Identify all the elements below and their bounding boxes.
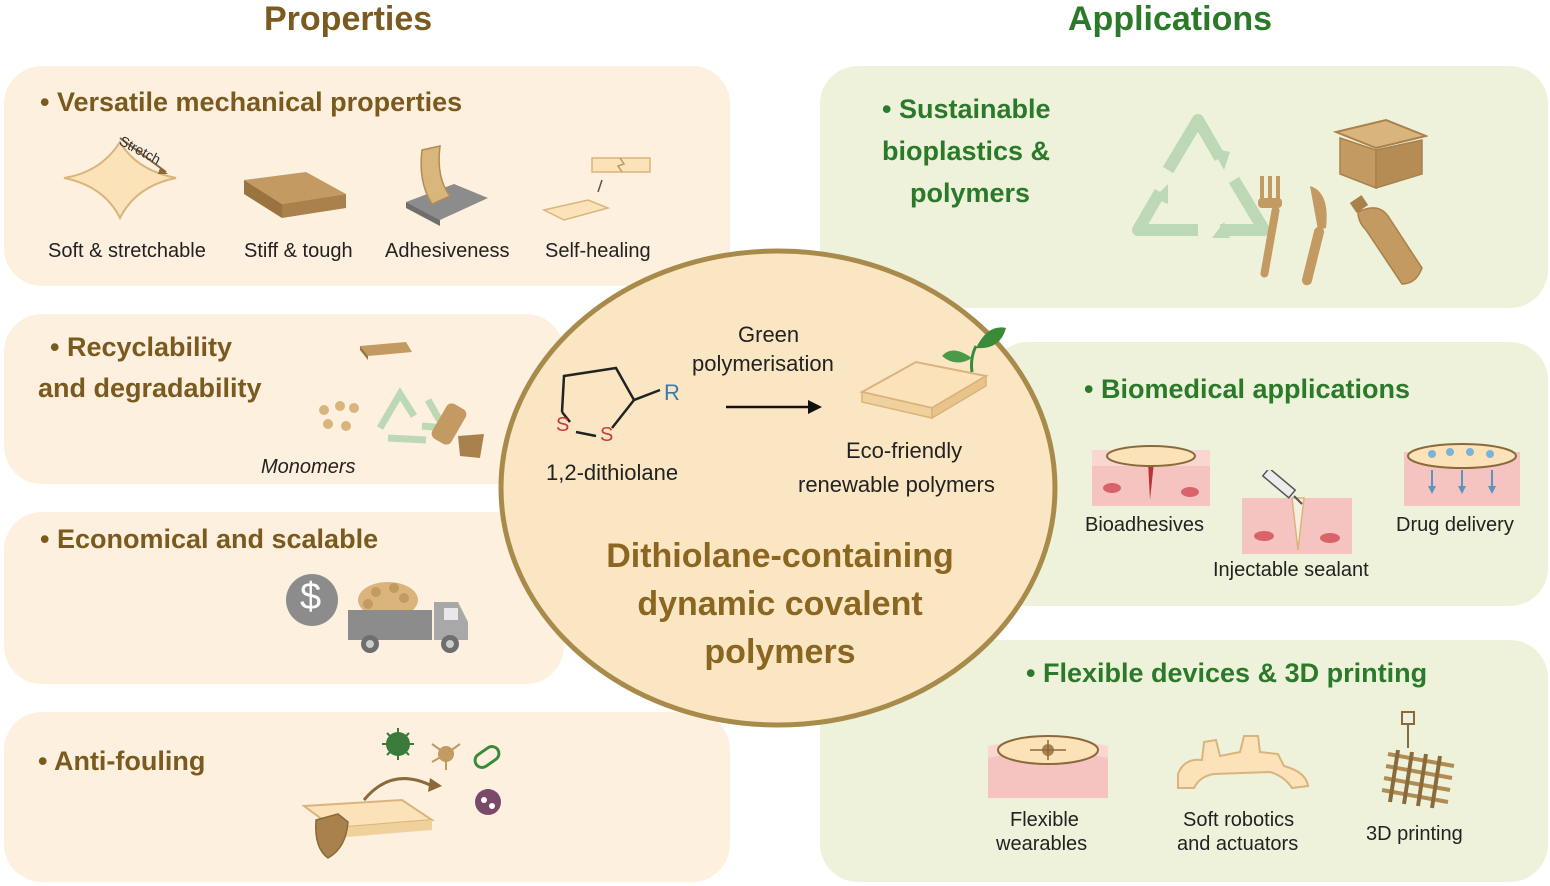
bioadhesives-label: Bioadhesives	[1085, 514, 1204, 536]
flexible-wearable-icon	[988, 735, 1108, 798]
eco-friendly-line2: renewable polymers	[798, 472, 995, 497]
adhesiveness-label: Adhesiveness	[385, 240, 510, 262]
soft-robotics-icon	[1177, 735, 1310, 790]
antifouling-icon	[302, 728, 501, 859]
3d-printing-icon	[1381, 711, 1455, 809]
bioplastics-title-line1: • Sustainable	[882, 94, 1051, 124]
flexible-wearables-line2: wearables	[996, 833, 1088, 855]
self-healing-icon	[542, 157, 651, 221]
drug-delivery-icon	[1404, 443, 1520, 506]
recyclability-title-line1: • Recyclability	[50, 332, 233, 362]
recycle-degrade-icon	[319, 342, 484, 458]
green-polymerisation-line2: polymerisation	[692, 351, 834, 376]
center-title: Dithiolane-containing dynamic covalent p…	[560, 532, 1000, 676]
bioplastics-title-line2: bioplastics &	[882, 136, 1051, 166]
sulfur-1-label: S	[556, 414, 570, 436]
container-icon	[1332, 118, 1428, 190]
bioadhesive-icon	[1092, 445, 1210, 506]
bottle-icon	[1349, 195, 1423, 285]
dollar-icon	[286, 574, 338, 626]
antifouling-title: • Anti-fouling	[38, 746, 206, 776]
bioplastics-title-line3: polymers	[910, 178, 1031, 208]
self-healing-label: Self-healing	[545, 240, 651, 262]
sulfur-2-label: S	[600, 424, 614, 446]
truck-icon	[348, 582, 468, 653]
flexible-title: • Flexible devices & 3D printing	[1026, 658, 1428, 688]
applications-header: Applications	[1068, 0, 1273, 38]
properties-header: Properties	[264, 0, 433, 38]
eco-friendly-line1: Eco-friendly	[846, 438, 963, 463]
reaction-arrow-icon	[726, 400, 822, 414]
eco-polymer-icon	[859, 327, 1006, 420]
dollar-sign: $	[300, 576, 322, 618]
stiff-block-icon	[244, 172, 346, 218]
panel-bioplastics	[820, 66, 1548, 308]
adhesive-tape-icon	[406, 145, 488, 226]
cutlery-icon	[1258, 176, 1327, 286]
center-title-line2: dynamic covalent	[637, 585, 923, 623]
flexible-wearables-line1: Flexible	[1010, 809, 1079, 831]
r-group-label: R	[664, 380, 680, 405]
recyclability-title-line2: and degradability	[38, 373, 262, 403]
panel-economical	[4, 512, 564, 684]
soft-robotics-line1: Soft robotics	[1183, 809, 1295, 831]
soft-stretchable-label: Soft & stretchable	[48, 240, 206, 262]
injectable-sealant-icon	[1242, 470, 1352, 554]
soft-robotics-line2: and actuators	[1177, 833, 1299, 855]
dithiolane-structure-icon	[560, 366, 661, 438]
stretch-sheet-icon	[63, 137, 177, 221]
mechanical-title: • Versatile mechanical properties	[40, 87, 463, 117]
stiff-tough-label: Stiff & tough	[244, 240, 353, 262]
3d-printing-label: 3D printing	[1366, 823, 1463, 845]
drug-delivery-label: Drug delivery	[1396, 514, 1514, 536]
green-polymerisation-line1: Green	[738, 322, 800, 347]
monomers-label: Monomers	[261, 456, 356, 478]
recycle-icon	[1132, 114, 1270, 238]
center-title-line3: polymers	[704, 633, 856, 671]
economical-title: • Economical and scalable	[40, 524, 379, 554]
biomedical-title: • Biomedical applications	[1084, 374, 1411, 404]
center-title-line1: Dithiolane-containing	[606, 537, 954, 575]
injectable-sealant-label: Injectable sealant	[1213, 559, 1369, 581]
monomer-name: 1,2-dithiolane	[546, 460, 679, 485]
